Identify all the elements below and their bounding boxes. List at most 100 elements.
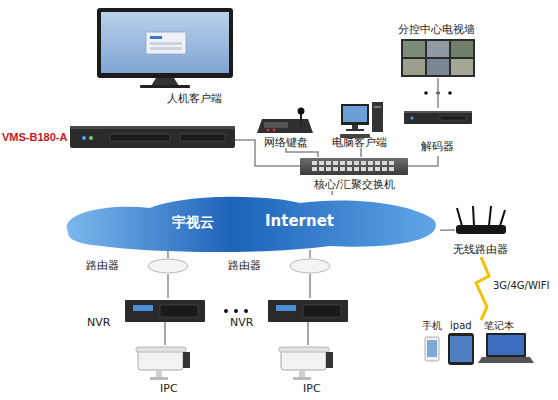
node-label: IPC — [303, 382, 321, 395]
ipc-camera: IPC — [278, 345, 338, 381]
login-window — [146, 32, 186, 54]
pc-stand — [352, 125, 358, 129]
login-field — [150, 47, 182, 50]
status-led — [89, 136, 93, 140]
tv-screen — [403, 41, 425, 57]
router-antenna — [500, 210, 505, 226]
router: 路由器 — [148, 258, 188, 274]
ellipsis-dot — [424, 91, 428, 95]
ellipsis-dot — [448, 91, 452, 95]
network-link — [440, 229, 455, 231]
internet-cloud: 宇视云Internet — [60, 195, 440, 250]
keyboard-button — [273, 129, 276, 132]
node-label: 解码器 — [421, 140, 454, 153]
network-link — [437, 78, 439, 108]
router: 路由器 — [290, 258, 330, 274]
decoder-highlight — [404, 111, 472, 113]
network-keyboard: 网络键盘 — [256, 108, 316, 148]
node-label: 无线路由器 — [453, 243, 508, 256]
tv-screen — [403, 59, 425, 75]
tv-screen — [451, 41, 473, 57]
decoder: 解码器 — [403, 108, 473, 156]
vms-server: VMS-B180-A — [70, 125, 235, 150]
node-label: 笔记本 — [484, 320, 514, 332]
nvr-panel — [160, 305, 198, 317]
nvr-chassis — [268, 300, 348, 322]
switch-ports — [312, 161, 394, 171]
node-label: 电脑客户端 — [332, 136, 387, 149]
camera-hood — [136, 347, 186, 352]
node-label: NVR — [230, 316, 253, 329]
phone-screen — [427, 340, 437, 357]
ellipsis-dot — [436, 91, 440, 95]
core-switch: 核心/汇聚交换机 — [300, 157, 408, 191]
ellipsis-dot — [234, 309, 238, 313]
login-field — [150, 42, 182, 45]
wireless-router: 无线路由器 — [455, 205, 507, 257]
camera-base — [293, 377, 311, 380]
node-label: 网络键盘 — [264, 136, 308, 149]
monitor-screen — [101, 12, 229, 73]
tablet-icon — [448, 333, 474, 365]
network-link — [307, 322, 309, 345]
network-link — [309, 274, 311, 298]
router-antenna — [489, 206, 491, 226]
node-label: IPC — [160, 382, 178, 395]
router-antenna — [457, 208, 462, 226]
network-link — [408, 156, 438, 166]
nvr-display — [276, 305, 296, 311]
pc-drive — [374, 106, 381, 108]
node-label: 手机 — [422, 320, 442, 332]
server-highlight — [70, 126, 235, 129]
phone-icon — [425, 337, 439, 361]
node-label: 分控中心电视墙 — [398, 23, 475, 36]
node-label: 核心/汇聚交换机 — [314, 178, 395, 191]
router-icon — [148, 259, 188, 273]
pc-tower — [372, 102, 383, 132]
status-led — [411, 117, 414, 120]
nvr: NVR — [268, 298, 348, 322]
network-link — [235, 140, 300, 166]
decoder-panel — [440, 116, 466, 120]
node-label: VMS-B180-A — [2, 131, 67, 144]
laptop-screen — [488, 335, 524, 355]
monitor-frame — [97, 8, 233, 78]
camera-lens — [183, 352, 190, 368]
camera-mount — [156, 370, 162, 378]
node-label: NVR — [87, 316, 110, 329]
tv-wall: 分控中心电视墙 — [400, 38, 475, 78]
monitor-base — [140, 85, 190, 88]
network-link — [167, 274, 169, 298]
login-logo — [150, 36, 162, 39]
camera-mount — [299, 370, 305, 378]
node-label: 路由器 — [86, 259, 119, 272]
router-body — [456, 225, 506, 234]
node-label: 人机客户端 — [167, 92, 222, 105]
camera-lens — [326, 352, 333, 368]
pc-base — [346, 129, 364, 131]
tv-screen — [451, 59, 473, 75]
wireless-link — [476, 257, 489, 320]
network-link — [360, 148, 362, 157]
pc-monitor — [341, 104, 369, 125]
network-link — [167, 250, 169, 258]
client-monitor: 人机客户端 — [95, 8, 235, 88]
tv-screen — [427, 41, 449, 57]
tv-screen — [427, 59, 449, 75]
laptop-base — [478, 357, 534, 363]
drive-bay — [110, 134, 170, 141]
switch-chassis — [300, 158, 408, 175]
keyboard-keys — [264, 122, 288, 128]
ellipsis-dot — [244, 309, 248, 313]
laptop-lid — [486, 333, 526, 357]
joystick-knob — [298, 108, 305, 115]
mobile-devices: 手机ipad笔记本 — [420, 320, 535, 365]
drive-bay — [180, 134, 225, 141]
keyboard-body — [257, 119, 313, 133]
network-link — [286, 148, 318, 157]
nvr-display — [133, 305, 153, 311]
node-label: 宇视云 — [172, 213, 214, 231]
